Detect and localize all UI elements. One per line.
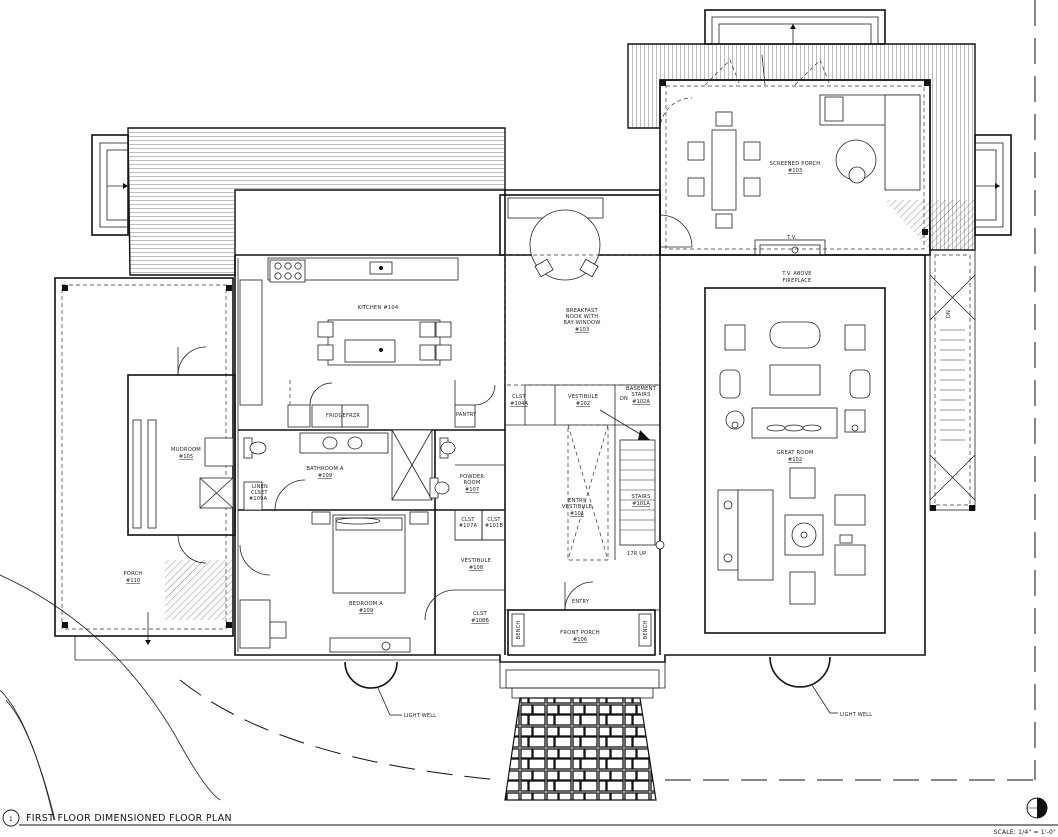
title-block: 1 FIRST FLOOR DIMENSIONED FLOOR PLAN SCA…: [2, 809, 1058, 836]
kitchen-104: KITCHEN #104 FRIDGE FRZR PANTRY: [239, 257, 496, 428]
light-well-right-label: LIGHT WELL: [840, 712, 872, 718]
north-arrow-icon: [1026, 797, 1048, 819]
linen-number: #109A: [249, 496, 268, 502]
roof-right: [627, 43, 976, 251]
bench-left-label: BENCH: [516, 621, 522, 640]
setback-lines: [0, 0, 1036, 821]
powder-label-2: ROOM: [463, 480, 480, 486]
screened-porch-label: SCREENED PORCH: [770, 161, 821, 167]
tv-label: T.V.: [786, 235, 796, 241]
dn-stair-label: DN: [620, 396, 628, 402]
left-dormer: [91, 134, 129, 236]
basement-stairs-number: #102A: [632, 399, 650, 405]
light-well-left: LIGHT WELL: [344, 661, 436, 719]
mudroom-105: MUDROOM #105: [127, 346, 236, 564]
main-walls: [234, 189, 926, 663]
great-room-label: GREAT ROOM: [776, 450, 813, 456]
pantry-label: PANTRY: [456, 412, 477, 418]
right-dormer: [974, 134, 1012, 236]
clst-107a-number: #107A: [459, 523, 478, 529]
entry-label: ENTRY: [572, 599, 590, 605]
clst-108b-label: CLST: [473, 611, 487, 617]
clst-101b-number: #101B: [485, 523, 504, 529]
entry-vestibule-label-1: ENTRY: [568, 498, 586, 504]
entry-vestibule-label-2: VESTIBULE: [562, 504, 592, 510]
vestibule-102-label: VESTIBULE: [568, 394, 598, 400]
drawing-title: FIRST FLOOR DIMENSIONED FLOOR PLAN: [26, 813, 232, 824]
right-exterior-stair: DN: [929, 249, 976, 511]
breakfast-label-2: NOOK WITH: [566, 314, 599, 320]
vestibule-108-label: VESTIBULE: [461, 558, 491, 564]
light-well-left-label: LIGHT WELL: [404, 713, 436, 719]
linen-label-2: CLSET: [251, 490, 268, 496]
front-porch-label: FRONT PORCH: [560, 630, 600, 636]
bedroom-a: BEDROOM A #109: [239, 511, 429, 653]
dn-right-label: DN: [946, 310, 952, 318]
porch-label: PORCH: [123, 571, 142, 577]
clst-104a-number: #104A: [510, 401, 528, 407]
tv-above-line-1: T.V. ABOVE: [781, 271, 811, 277]
screened-porch-103: SCREENED PORCH #103: [659, 54, 931, 256]
roof-left: [127, 127, 506, 276]
top-dormer: [704, 9, 886, 45]
entry-vestibule-number: #101: [570, 511, 584, 517]
clst-104a-label: CLST: [512, 394, 526, 400]
powder-number: #107: [465, 487, 479, 493]
front-porch-106: BENCH BENCH FRONT PORCH #106: [507, 609, 656, 656]
basement-stairs-label-2: STAIRS: [631, 392, 650, 398]
clst-108b-number: #108B: [471, 618, 489, 624]
powder-room: POWDER ROOM #107: [429, 474, 485, 499]
stairs-101a-label: STAIRS: [631, 494, 650, 500]
kitchen-label: KITCHEN #104: [358, 305, 399, 311]
porch-number: #110: [126, 578, 140, 584]
breakfast-nook-bay: BREAKFAST NOOK WITH BAY WINDOW #103: [499, 194, 693, 386]
great-room-102: GREAT ROOM #102 T.V. T.V. ABOVE FIREPLAC…: [704, 235, 886, 634]
stairs-101a-number: #101A: [632, 501, 650, 507]
bench-right-label: BENCH: [643, 621, 649, 640]
breakfast-number: #103: [575, 327, 589, 333]
front-porch-number: #106: [573, 637, 587, 643]
great-room-number: #102: [788, 457, 802, 463]
screened-porch-number: #103: [788, 168, 802, 174]
drawing-number: 1: [9, 816, 13, 823]
powder-label-1: POWDER: [460, 474, 485, 480]
basement-stairs-label-1: BASEMENT: [626, 386, 657, 392]
entry-vestibule: ENTRY VESTIBULE #101 VESTIBULE #102 CLST…: [510, 386, 665, 611]
light-well-right: LIGHT WELL: [769, 656, 872, 718]
mudroom-number: #105: [179, 454, 193, 460]
bedroom-a-label: BEDROOM A: [349, 601, 383, 607]
vestibule-108-number: #108: [469, 565, 483, 571]
breakfast-label-3: BAY WINDOW: [563, 320, 600, 326]
frzr-label: FRZR: [346, 413, 360, 419]
clst-101b-label: CLST: [487, 517, 501, 523]
clst-107a-label: CLST: [461, 517, 475, 523]
bedroom-a-number: #109: [359, 608, 373, 614]
bathroom-a-number: #109: [318, 473, 332, 479]
fridge-label: FRIDGE: [326, 413, 346, 419]
vestibule-102-number: #102: [576, 401, 590, 407]
breakfast-label-1: BREAKFAST: [566, 308, 598, 314]
mudroom-label: MUDROOM: [171, 447, 201, 453]
closets-center: CLST #107A CLST #101B VESTIBULE #108 CLS…: [424, 509, 506, 624]
drawing-scale: SCALE: 1/4" = 1'-0": [994, 829, 1056, 836]
bathroom-a-label: BATHROOM A: [306, 466, 343, 472]
tv-above-line-2: FIREPLACE: [783, 278, 812, 284]
risers-label: 17R UP: [627, 551, 646, 557]
front-steps: [499, 661, 666, 801]
linen-label-1: LINEN: [252, 484, 268, 490]
bathroom-a: BATHROOM A #109 LINEN CLSET #109A: [243, 429, 456, 511]
